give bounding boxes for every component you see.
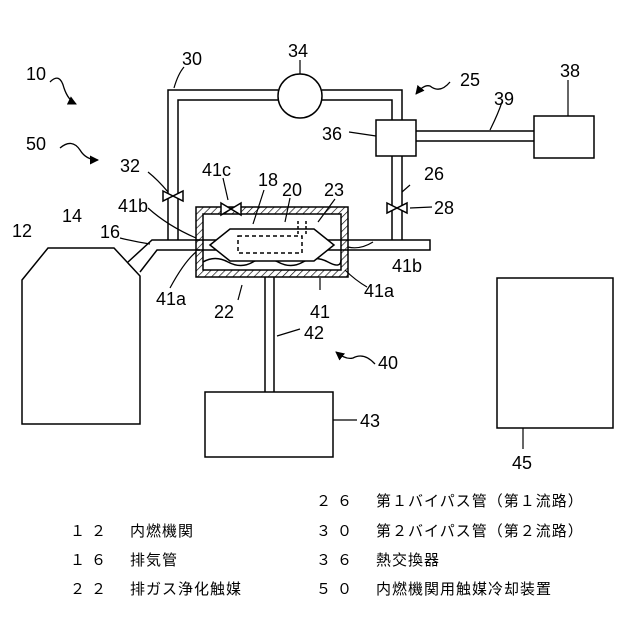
legend-text: 第１バイパス管（第１流路） xyxy=(376,492,584,510)
label-10: 10 xyxy=(26,64,46,84)
legend-number: ２２ xyxy=(70,578,130,599)
exhaust-pipe-inlet xyxy=(128,240,200,272)
legend-number: ５０ xyxy=(316,578,376,599)
label-50: 50 xyxy=(26,134,46,154)
legend-text: 内燃機関用触媒冷却装置 xyxy=(376,580,552,598)
legend-number: １２ xyxy=(70,520,130,541)
label-39: 39 xyxy=(494,89,514,109)
label-41a-right: 41a xyxy=(364,281,395,301)
label-22: 22 xyxy=(214,302,234,322)
label-12: 12 xyxy=(12,221,32,241)
legend-number: ２６ xyxy=(316,490,376,511)
label-32: 32 xyxy=(120,156,140,176)
label-25: 25 xyxy=(460,70,480,90)
label-20: 20 xyxy=(282,180,302,200)
valve-32-icon xyxy=(163,191,183,201)
first-bypass-pipe xyxy=(392,156,402,240)
label-14: 14 xyxy=(62,206,82,226)
legend-item-16: １６排気管 xyxy=(70,549,178,570)
label-40: 40 xyxy=(378,353,398,373)
legend-number: ３０ xyxy=(316,520,376,541)
label-36: 36 xyxy=(322,124,342,144)
legend-text: 第２バイパス管（第２流路） xyxy=(376,522,584,540)
arrow-25 xyxy=(416,82,450,94)
legend-number: ３６ xyxy=(316,549,376,570)
label-26: 26 xyxy=(424,164,444,184)
box-38 xyxy=(534,116,594,158)
exhaust-pipe-outlet xyxy=(346,240,430,250)
arrow-40 xyxy=(336,352,375,364)
second-bypass-pipe-right xyxy=(322,90,402,120)
label-42: 42 xyxy=(304,323,324,343)
box-45 xyxy=(497,278,613,428)
label-28: 28 xyxy=(434,198,454,218)
label-41a-left: 41a xyxy=(156,289,187,309)
legend-item-50: ５０内燃機関用触媒冷却装置 xyxy=(316,578,552,599)
legend-text: 熱交換器 xyxy=(376,551,440,569)
legend-item-36: ３６熱交換器 xyxy=(316,549,440,570)
legend-item-30: ３０第２バイパス管（第２流路） xyxy=(316,520,584,541)
legend-item-26: ２６第１バイパス管（第１流路） xyxy=(316,490,584,511)
label-34: 34 xyxy=(288,41,308,61)
label-23: 23 xyxy=(324,180,344,200)
label-41c: 41c xyxy=(202,160,231,180)
label-45: 45 xyxy=(512,453,532,473)
label-38: 38 xyxy=(560,61,580,81)
legend-item-12: １２内燃機関 xyxy=(70,520,194,541)
legend-text: 排ガス浄化触媒 xyxy=(130,580,242,598)
heat-exchanger xyxy=(376,120,416,156)
label-41b-right: 41b xyxy=(392,256,422,276)
legend-item-22: ２２排ガス浄化触媒 xyxy=(70,578,242,599)
label-16: 16 xyxy=(100,222,120,242)
arrow-10 xyxy=(50,78,76,104)
valve-28-icon xyxy=(387,203,407,213)
arrow-50 xyxy=(60,143,98,160)
pump xyxy=(278,74,322,118)
label-43: 43 xyxy=(360,411,380,431)
legend-text: 内燃機関 xyxy=(130,522,194,540)
pipe-42 xyxy=(265,277,274,392)
label-30: 30 xyxy=(182,49,202,69)
pipe-39 xyxy=(416,131,534,141)
label-41b-left: 41b xyxy=(118,196,148,216)
label-41: 41 xyxy=(310,302,330,322)
label-18: 18 xyxy=(258,170,278,190)
engine-body xyxy=(22,248,140,424)
legend-text: 排気管 xyxy=(130,551,178,569)
legend-number: １６ xyxy=(70,549,130,570)
catalyst-housing xyxy=(210,229,334,261)
tank-43 xyxy=(205,392,333,457)
